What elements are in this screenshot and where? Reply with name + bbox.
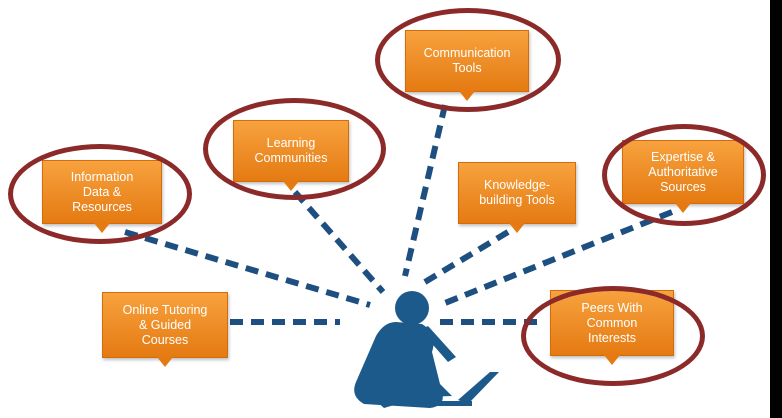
link-information (124, 229, 371, 308)
person-with-laptop-icon (354, 291, 499, 408)
highlight-ring-expertise (602, 124, 766, 226)
link-learning-communities (292, 190, 386, 294)
highlight-ring-peers (521, 286, 705, 386)
node-knowledge-building: Knowledge- building Tools (458, 162, 576, 233)
highlight-ring-communication-tools (375, 8, 561, 112)
highlight-ring-learning-communities (203, 98, 386, 200)
node-online-tutoring: Online Tutoring & Guided Courses (102, 292, 228, 367)
highlight-ring-information (8, 144, 192, 244)
link-communication-tools (402, 104, 448, 277)
link-knowledge-building (418, 229, 510, 288)
